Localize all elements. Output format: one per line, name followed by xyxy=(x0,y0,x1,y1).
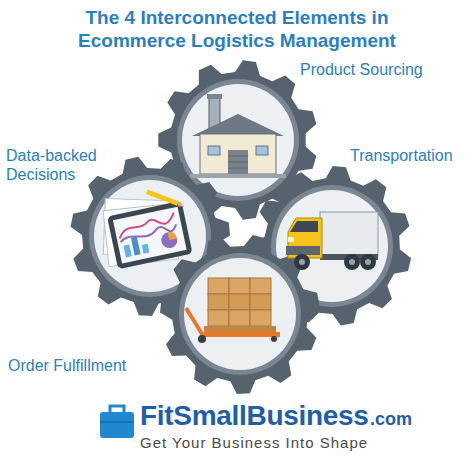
gear-ring xyxy=(179,253,301,375)
diagram-title: The 4 Interconnected Elements in Ecommer… xyxy=(52,6,422,52)
gear-label: Transportation xyxy=(350,146,474,165)
gear-teeth xyxy=(160,235,320,394)
gear-shape xyxy=(160,234,320,394)
gear-ring xyxy=(177,79,299,201)
gear-label: Product Sourcing xyxy=(300,60,460,79)
briefcase-logo xyxy=(100,406,134,438)
gear-label: Data-backed Decisions xyxy=(6,146,106,184)
briefcase-logo-part xyxy=(100,421,134,423)
gear-node: Order Fulfillment xyxy=(160,234,320,394)
brand-name: FitSmallBusiness xyxy=(140,400,369,432)
brand-suffix: .com xyxy=(370,408,412,430)
brand-tagline: Get Your Business Into Shape xyxy=(140,434,368,452)
gear-disk xyxy=(182,84,294,196)
gear-label: Order Fulfillment xyxy=(8,356,158,375)
briefcase-logo-part xyxy=(100,412,134,438)
briefcase-logo-part xyxy=(110,406,124,412)
gear-disk xyxy=(184,258,296,370)
